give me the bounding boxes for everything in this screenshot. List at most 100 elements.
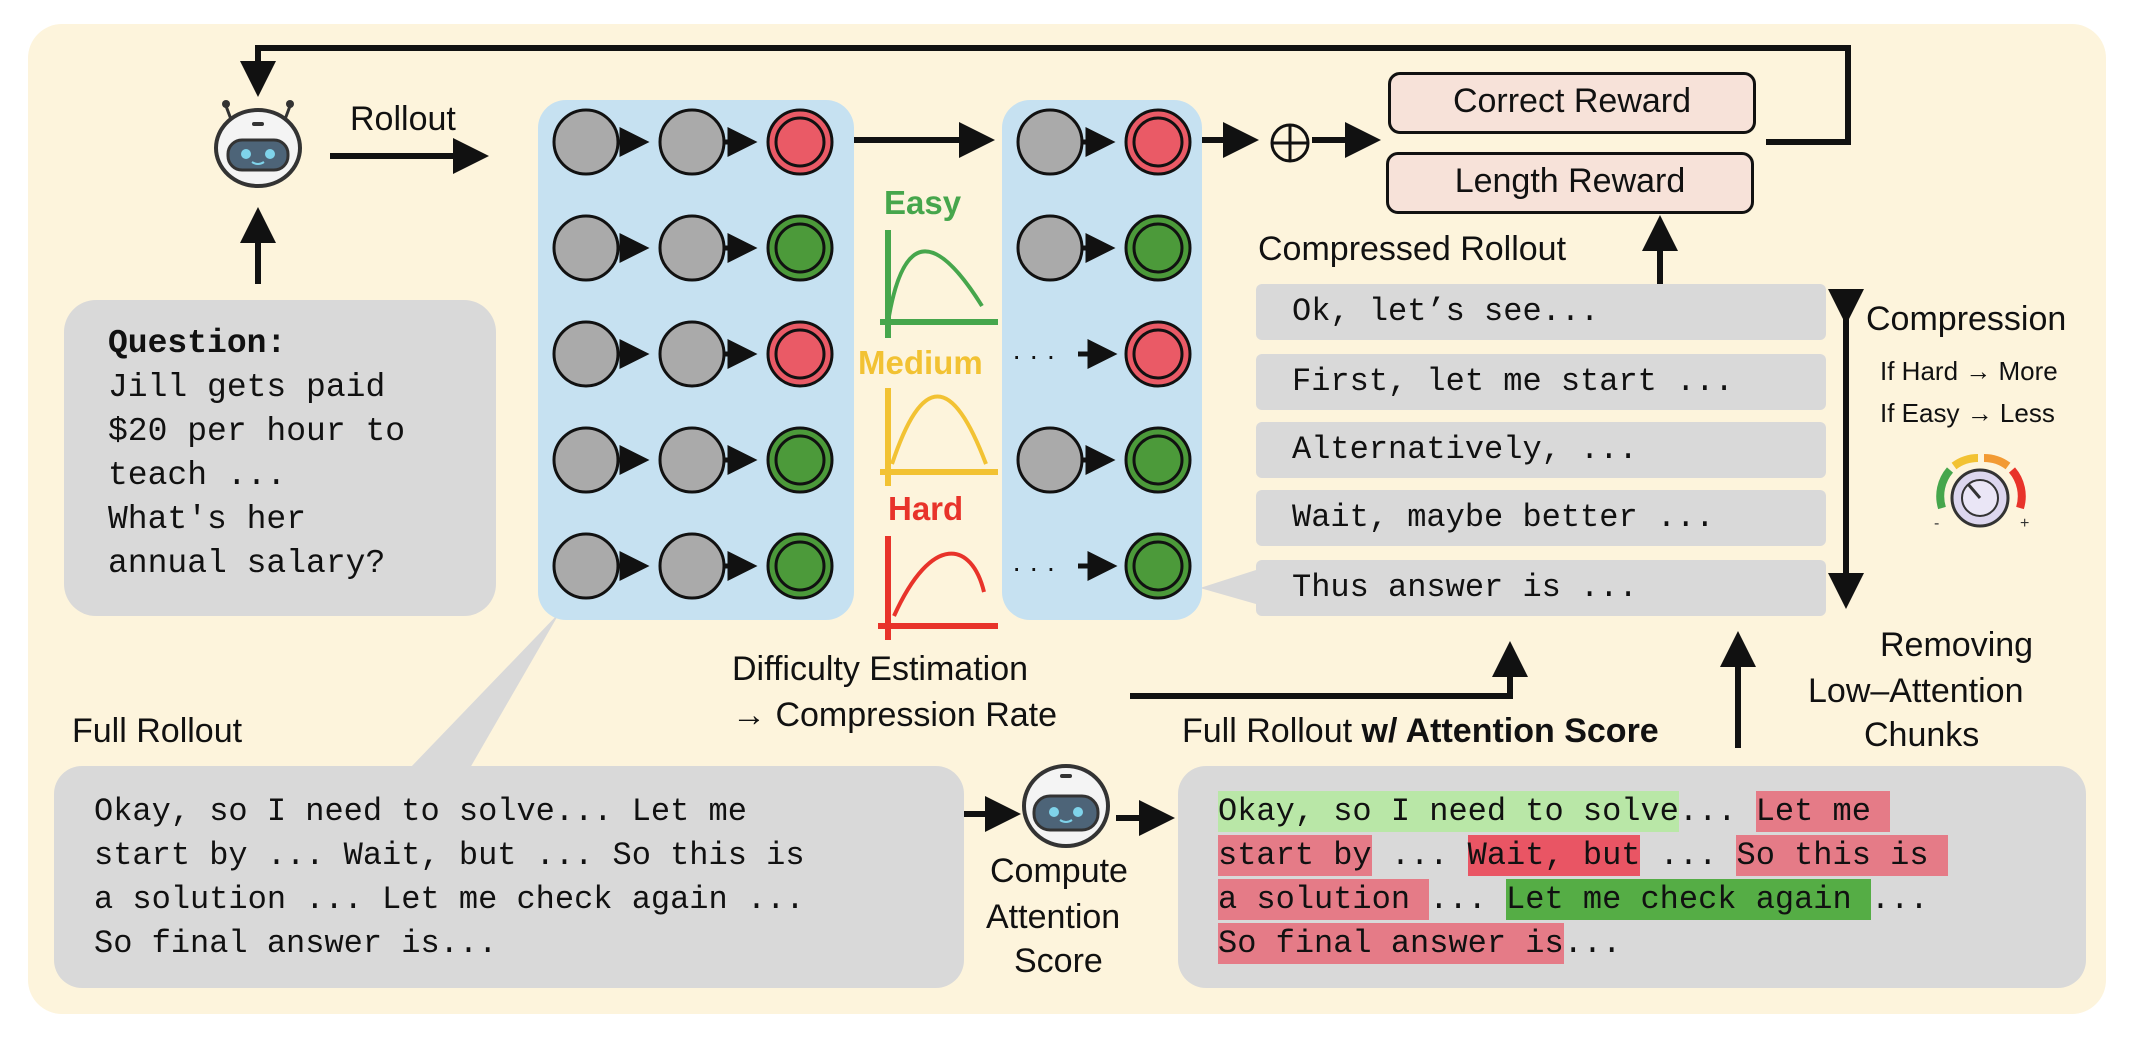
correct-answer-node [1124, 532, 1192, 600]
removing-label-3: Chunks [1864, 716, 1980, 754]
easy-curve-icon [880, 230, 998, 338]
correct-answer-node-ring [774, 222, 826, 274]
compressed-step: First, let me start ... [1256, 354, 1826, 410]
correct-answer-node-ring [1132, 540, 1184, 592]
low-attention-chunk: Let me [1755, 791, 1891, 832]
correct-answer-node [766, 532, 834, 600]
correct-answer-node [766, 426, 834, 494]
difficulty-to-compressed-arrow [1130, 641, 1528, 699]
medium-curve-icon [880, 388, 998, 486]
difficulty-estimation-label: Difficulty Estimation [732, 650, 1029, 688]
incorrect-answer-node-ring [1132, 328, 1184, 380]
full-rollout-text: Okay, so I need to solve... Let me start… [94, 790, 805, 966]
reasoning-step-node [658, 108, 726, 176]
removing-label-1: Removing [1880, 626, 2034, 664]
incorrect-answer-node-ring [1132, 116, 1184, 168]
lowest-attention-chunk: Wait, but [1467, 835, 1641, 876]
correct-answer-node-ring [1132, 434, 1184, 486]
compressed-rollout-title: Compressed Rollout [1258, 230, 1567, 268]
correct-answer-node [1124, 214, 1192, 282]
compression-title: Compression [1866, 300, 2067, 338]
compressed-callout-wedge [1200, 570, 1256, 604]
full-rollout-line: a solution ... Let me check again ... [94, 881, 805, 918]
reasoning-step-node [552, 320, 620, 388]
full-rollout-line: Okay, so I need to solve... Let me [94, 793, 747, 830]
question-box [64, 300, 496, 616]
correct-answer-node [1124, 426, 1192, 494]
question-line: What's her [108, 501, 307, 538]
full-rollout-title: Full Rollout [72, 712, 243, 750]
incorrect-answer-node [1124, 108, 1192, 176]
neutral-chunk: ... [1870, 881, 1929, 918]
compression-rule-easy: If Easy → Less [1880, 398, 2055, 428]
full-rollout-line: So final answer is... [94, 925, 498, 962]
full-rollout-nodes [552, 108, 834, 600]
svg-text:-: - [1934, 515, 1939, 532]
question-text: Question: Jill gets paid $20 per hour to… [108, 322, 405, 586]
neutral-chunk: ... [1678, 793, 1756, 830]
incorrect-answer-node [766, 320, 834, 388]
neutral-chunk: ... [1563, 925, 1622, 962]
medium-label: Medium [858, 344, 983, 381]
compressed-step: Thus answer is ... [1256, 560, 1826, 616]
question-line: Jill gets paid [108, 369, 386, 406]
correct-answer-node-ring [1132, 222, 1184, 274]
reasoning-step-node [658, 426, 726, 494]
compression-rule-hard: If Hard → More [1880, 356, 2058, 386]
incorrect-answer-node [1124, 320, 1192, 388]
high-attention-chunk: Okay, so I need to solve [1218, 791, 1679, 832]
compressed-step: Ok, let’s see... [1256, 284, 1826, 340]
correct-answer-node-ring [774, 434, 826, 486]
reasoning-step-node [1016, 214, 1084, 282]
feedback-loop-arrow [240, 45, 1851, 145]
svg-text:+: + [2020, 515, 2029, 532]
reasoning-step-node [552, 108, 620, 176]
neutral-chunk: ... [1371, 837, 1468, 874]
neutral-chunk: ... [1640, 837, 1737, 874]
neutral-chunk: ... [1429, 881, 1507, 918]
question-line: annual salary? [108, 545, 386, 582]
length-reward-box: Length Reward [1386, 152, 1754, 214]
question-line: teach ... [108, 457, 287, 494]
rollout-label: Rollout [350, 100, 456, 138]
compression-dial-icon: - + [1934, 454, 2029, 532]
low-attention-chunk: So final answer is [1218, 923, 1564, 964]
correct-answer-node [766, 214, 834, 282]
attention-title-plain: Full Rollout [1182, 712, 1362, 750]
removing-label-2: Low–Attention [1808, 672, 2024, 710]
highest-attention-chunk: Let me check again [1506, 879, 1871, 920]
compressed-rollout-nodes [1016, 108, 1192, 600]
easy-label: Easy [884, 184, 962, 221]
correct-reward-box: Correct Reward [1388, 72, 1756, 134]
full-rollout-box [54, 766, 964, 988]
compute-attention-label-3: Score [1014, 942, 1103, 980]
ellipsis-row-3: · · · [1012, 340, 1056, 371]
compression-rate-label: → Compression Rate [732, 696, 1058, 734]
low-attention-chunk: start by [1218, 835, 1372, 876]
incorrect-answer-node-ring [774, 116, 826, 168]
reasoning-step-node [552, 532, 620, 600]
attention-title-bold: w/ Attention Score [1361, 712, 1659, 750]
hard-curve-icon [878, 536, 998, 640]
robot-icon [214, 100, 302, 188]
reasoning-step-node [658, 320, 726, 388]
hard-label: Hard [888, 490, 964, 527]
reasoning-step-node [552, 426, 620, 494]
compressed-step: Alternatively, ... [1256, 422, 1826, 478]
reasoning-step-node [658, 532, 726, 600]
ellipsis-row-5: · · · [1012, 552, 1056, 583]
compute-attention-label-2: Attention [986, 898, 1121, 936]
question-title: Question: [108, 325, 287, 362]
reasoning-step-node [552, 214, 620, 282]
low-attention-chunk: a solution [1218, 879, 1430, 920]
reasoning-step-node [658, 214, 726, 282]
correct-answer-node-ring [774, 540, 826, 592]
compute-robot-icon [1022, 764, 1110, 848]
full-rollout-line: start by ... Wait, but ... So this is [94, 837, 805, 874]
attention-rollout-text: Okay, so I need to solve... Let me start… [1218, 790, 1948, 966]
compute-attention-label-1: Compute [990, 852, 1128, 890]
low-attention-chunk: So this is [1736, 835, 1948, 876]
incorrect-answer-node [766, 108, 834, 176]
question-line: $20 per hour to [108, 413, 406, 450]
